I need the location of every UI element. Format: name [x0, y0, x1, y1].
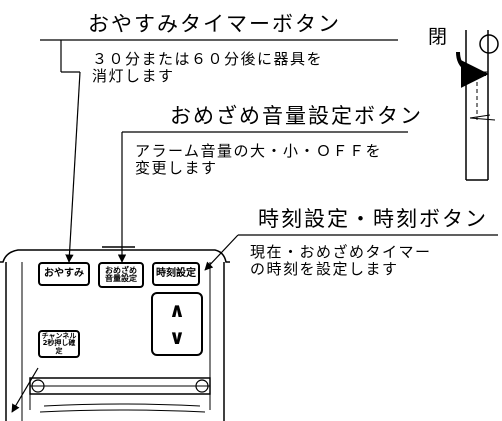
close-direction-arrow: [456, 51, 489, 88]
oyasumi-button[interactable]: おやすみ: [38, 262, 90, 286]
oyasumi-timer-description-2: 消灯します: [92, 67, 175, 85]
clock-setting-title: 時刻設定・時刻ボタン: [258, 207, 488, 231]
up-down-button[interactable]: ∧ ∨: [151, 292, 203, 356]
close-label: 閉: [428, 26, 448, 48]
alarm-volume-button-label-1: おめざめ: [105, 265, 137, 275]
clock-setting-button[interactable]: 時刻設定: [152, 262, 200, 286]
clock-setting-button-label: 時刻設定: [156, 267, 196, 279]
alarm-volume-button[interactable]: おめざめ 音量設定: [98, 262, 144, 288]
down-arrow-icon[interactable]: ∨: [168, 325, 186, 349]
clock-setting-description-1: 現在・おめざめタイマー: [250, 243, 432, 261]
channel-button[interactable]: チャンネル 2秒押し確定: [38, 330, 80, 358]
alarm-volume-description-2: 変更します: [135, 159, 218, 177]
remote-body: [0, 246, 230, 421]
alarm-volume-button-label-2: 音量設定: [105, 274, 137, 283]
lid-illustration: [465, 30, 499, 181]
oyasumi-timer-title: おやすみタイマーボタン: [88, 12, 341, 36]
channel-button-label-1: チャンネル: [41, 331, 77, 340]
channel-button-label-2: 2秒押し確定: [42, 339, 76, 355]
alarm-volume-description-1: アラーム音量の大・小・ＯＦＦを: [135, 142, 383, 160]
alarm-volume-title: おめざめ音量設定ボタン: [170, 104, 423, 128]
oyasumi-timer-description-1: ３０分または６０分後に器具を: [92, 50, 324, 68]
callout-lines: [11, 39, 498, 413]
up-arrow-icon[interactable]: ∧: [168, 298, 186, 322]
clock-setting-description-2: の時刻を設定します: [250, 260, 399, 278]
oyasumi-button-label: おやすみ: [44, 267, 84, 279]
